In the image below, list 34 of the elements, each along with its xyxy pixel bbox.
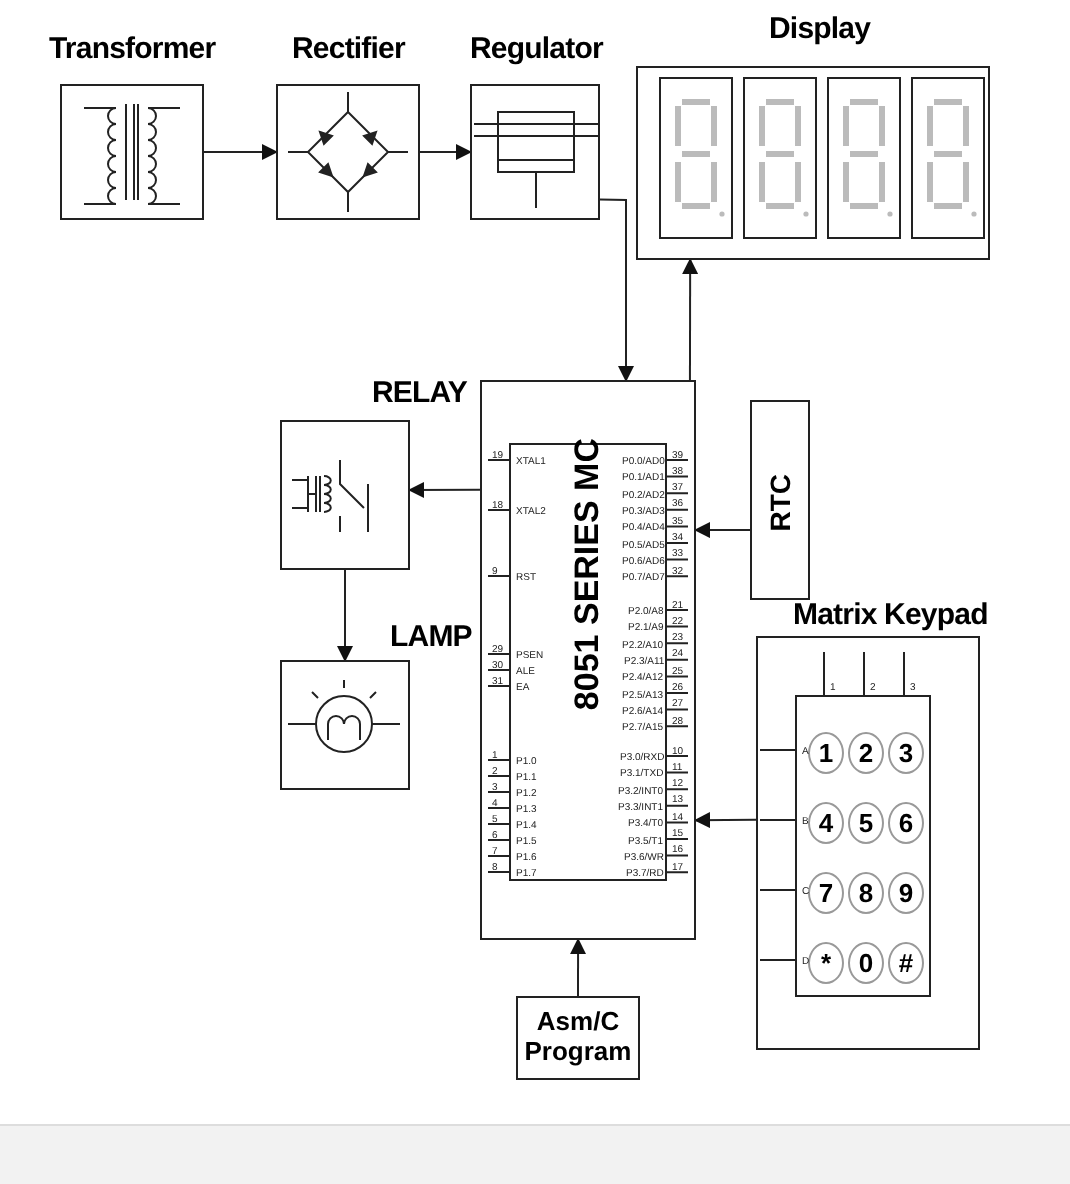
block-title: Display: [769, 12, 871, 48]
block-title: Matrix Keypad: [793, 598, 988, 634]
arrow: [599, 198, 634, 382]
keypad-key: #: [888, 941, 924, 983]
rtc-block: [750, 400, 810, 600]
keypad-key: 5: [848, 801, 884, 843]
keypad-key: 9: [888, 871, 924, 913]
arrow: [682, 258, 699, 381]
arrow: [694, 522, 751, 539]
keypad-key: 4: [808, 801, 844, 843]
arrow: [570, 938, 587, 997]
keypad-key: 3: [888, 731, 924, 773]
keypad-key: 2: [848, 731, 884, 773]
arrow: [694, 812, 757, 829]
keypad-key: *: [808, 941, 844, 983]
block-title: Transformer: [49, 32, 216, 68]
arrow: [337, 569, 353, 662]
arrow: [419, 144, 472, 160]
keypad-key: 8: [848, 871, 884, 913]
block-title: RELAY: [372, 376, 467, 412]
microcontroller-block: [480, 380, 696, 940]
block-title: Rectifier: [292, 32, 405, 68]
arrow: [408, 482, 481, 498]
block-label: RTC: [764, 473, 796, 531]
chip-label: 8051 SERIES MC: [568, 438, 608, 711]
keypad-key: 6: [888, 801, 924, 843]
keypad-key: 1: [808, 731, 844, 773]
program-block: [516, 996, 640, 1080]
arrow: [203, 144, 278, 160]
block-title: LAMP: [390, 620, 472, 656]
block-label: Asm/C Program: [522, 1006, 634, 1066]
keypad-key: 0: [848, 941, 884, 983]
keypad-key: 7: [808, 871, 844, 913]
block-title: Regulator: [470, 32, 603, 68]
